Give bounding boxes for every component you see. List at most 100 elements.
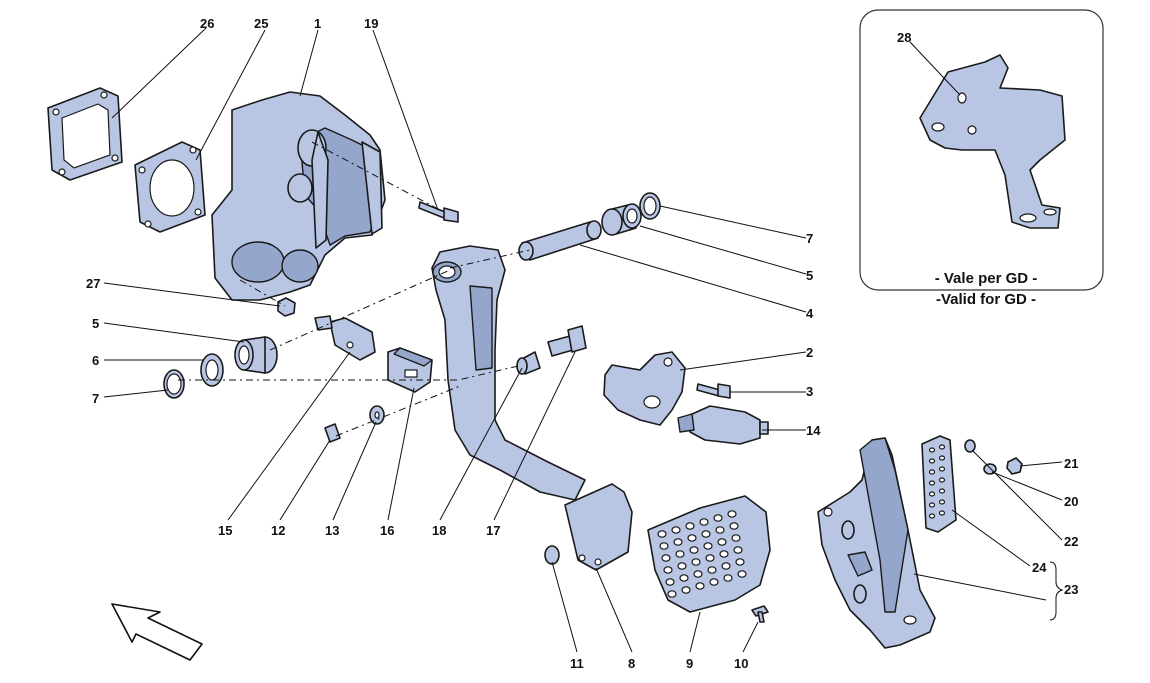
pad-hole [691,558,701,566]
callout-26: 26 [200,16,214,31]
callout-7-left: 7 [92,391,99,406]
callout-18: 18 [432,523,446,538]
nut-27 [277,297,296,317]
pad-dots-24 [928,444,946,519]
bracket-2 [603,351,686,426]
callout-23: 23 [1064,582,1078,597]
pad-hole [663,566,673,574]
pad-hole [673,538,683,546]
callout-6: 6 [92,353,99,368]
pedal-box-1 [211,91,386,301]
screw-3 [696,383,731,399]
pad-hole [938,488,946,494]
callout-2: 2 [806,345,813,360]
pad-hole [677,562,687,570]
callout-5-right: 5 [806,268,813,283]
pad-hole [685,522,695,530]
washer-6 [200,353,224,387]
callout-17: 17 [486,523,500,538]
bushing-5-right [601,203,642,236]
pad-hole [665,578,675,586]
pad-hole [695,582,705,590]
pad-hole [687,534,697,542]
pad-hole [715,526,725,534]
callout-13: 13 [325,523,339,538]
brake-pedal-arm [431,245,586,501]
inset-label-line1: - Vale per GD - [935,270,1038,287]
pad-hole [705,554,715,562]
bushing-5-left [234,336,278,374]
pad-hole [671,526,681,534]
pad-hole [938,499,946,505]
gd-inset: 28 - Vale per GD - -Valid for GD - [859,9,1104,308]
pad-hole [717,538,727,546]
pad-hole [938,510,946,516]
callout-3: 3 [806,384,813,399]
washer-22 [964,439,976,453]
brake-pad-8 [564,483,633,571]
ring-7-left [163,369,185,399]
callout-21: 21 [1064,456,1078,471]
pad-hole [681,586,691,594]
gasket-26 [47,87,123,181]
callout-8: 8 [628,656,635,671]
pad-hole [733,546,743,554]
callout-15: 15 [218,523,232,538]
callout-5-left: 5 [92,316,99,331]
bolt-10 [751,605,769,623]
callout-1: 1 [314,16,321,31]
callout-14: 14 [806,423,821,438]
callout-22: 22 [1064,534,1078,549]
pad-hole [713,514,723,522]
washer-13 [369,405,385,425]
pad-hole [928,513,936,519]
pad-hole [928,458,936,464]
callout-19: 19 [364,16,378,31]
accelerator-pad-24 [921,435,957,533]
callout-10: 10 [734,656,748,671]
callout-27: 27 [86,276,100,291]
pad-hole [707,566,717,574]
callout-12: 12 [271,523,285,538]
pad-hole [709,578,719,586]
pad-dots-9 [657,510,747,598]
switch-15 [314,315,376,361]
pad-hole [719,550,729,558]
pad-hole [661,554,671,562]
pad-hole [659,542,669,550]
pin-17 [547,325,587,357]
gasket-25 [134,141,206,233]
front-arrow-icon [111,603,203,661]
pad-hole [703,542,713,550]
callout-7-right: 7 [806,231,813,246]
pad-hole [928,502,936,508]
pad-hole [938,466,946,472]
ring-7-right [639,192,661,220]
pad-hole [679,574,689,582]
switch-14 [677,405,769,445]
pad-hole [928,469,936,475]
pad-hole [729,522,739,530]
bracket-16 [387,347,433,393]
callout-4: 4 [806,306,814,321]
nut-21 [1006,457,1023,475]
bolt-19 [418,201,459,223]
pad-hole [928,447,936,453]
assembly-axes [178,141,531,437]
pad-hole [689,546,699,554]
callout-11: 11 [570,656,584,671]
pad-hole [727,510,737,518]
pad-hole [723,574,733,582]
pad-hole [657,530,667,538]
brake-pad-cover-9 [647,495,771,613]
pad-hole [667,590,677,598]
pad-hole [675,550,685,558]
inset-label-line2: -Valid for GD - [936,291,1036,308]
pad-hole [928,480,936,486]
pad-hole [731,534,741,542]
callout-20: 20 [1064,494,1078,509]
pad-hole [721,562,731,570]
tube-4 [518,220,602,261]
